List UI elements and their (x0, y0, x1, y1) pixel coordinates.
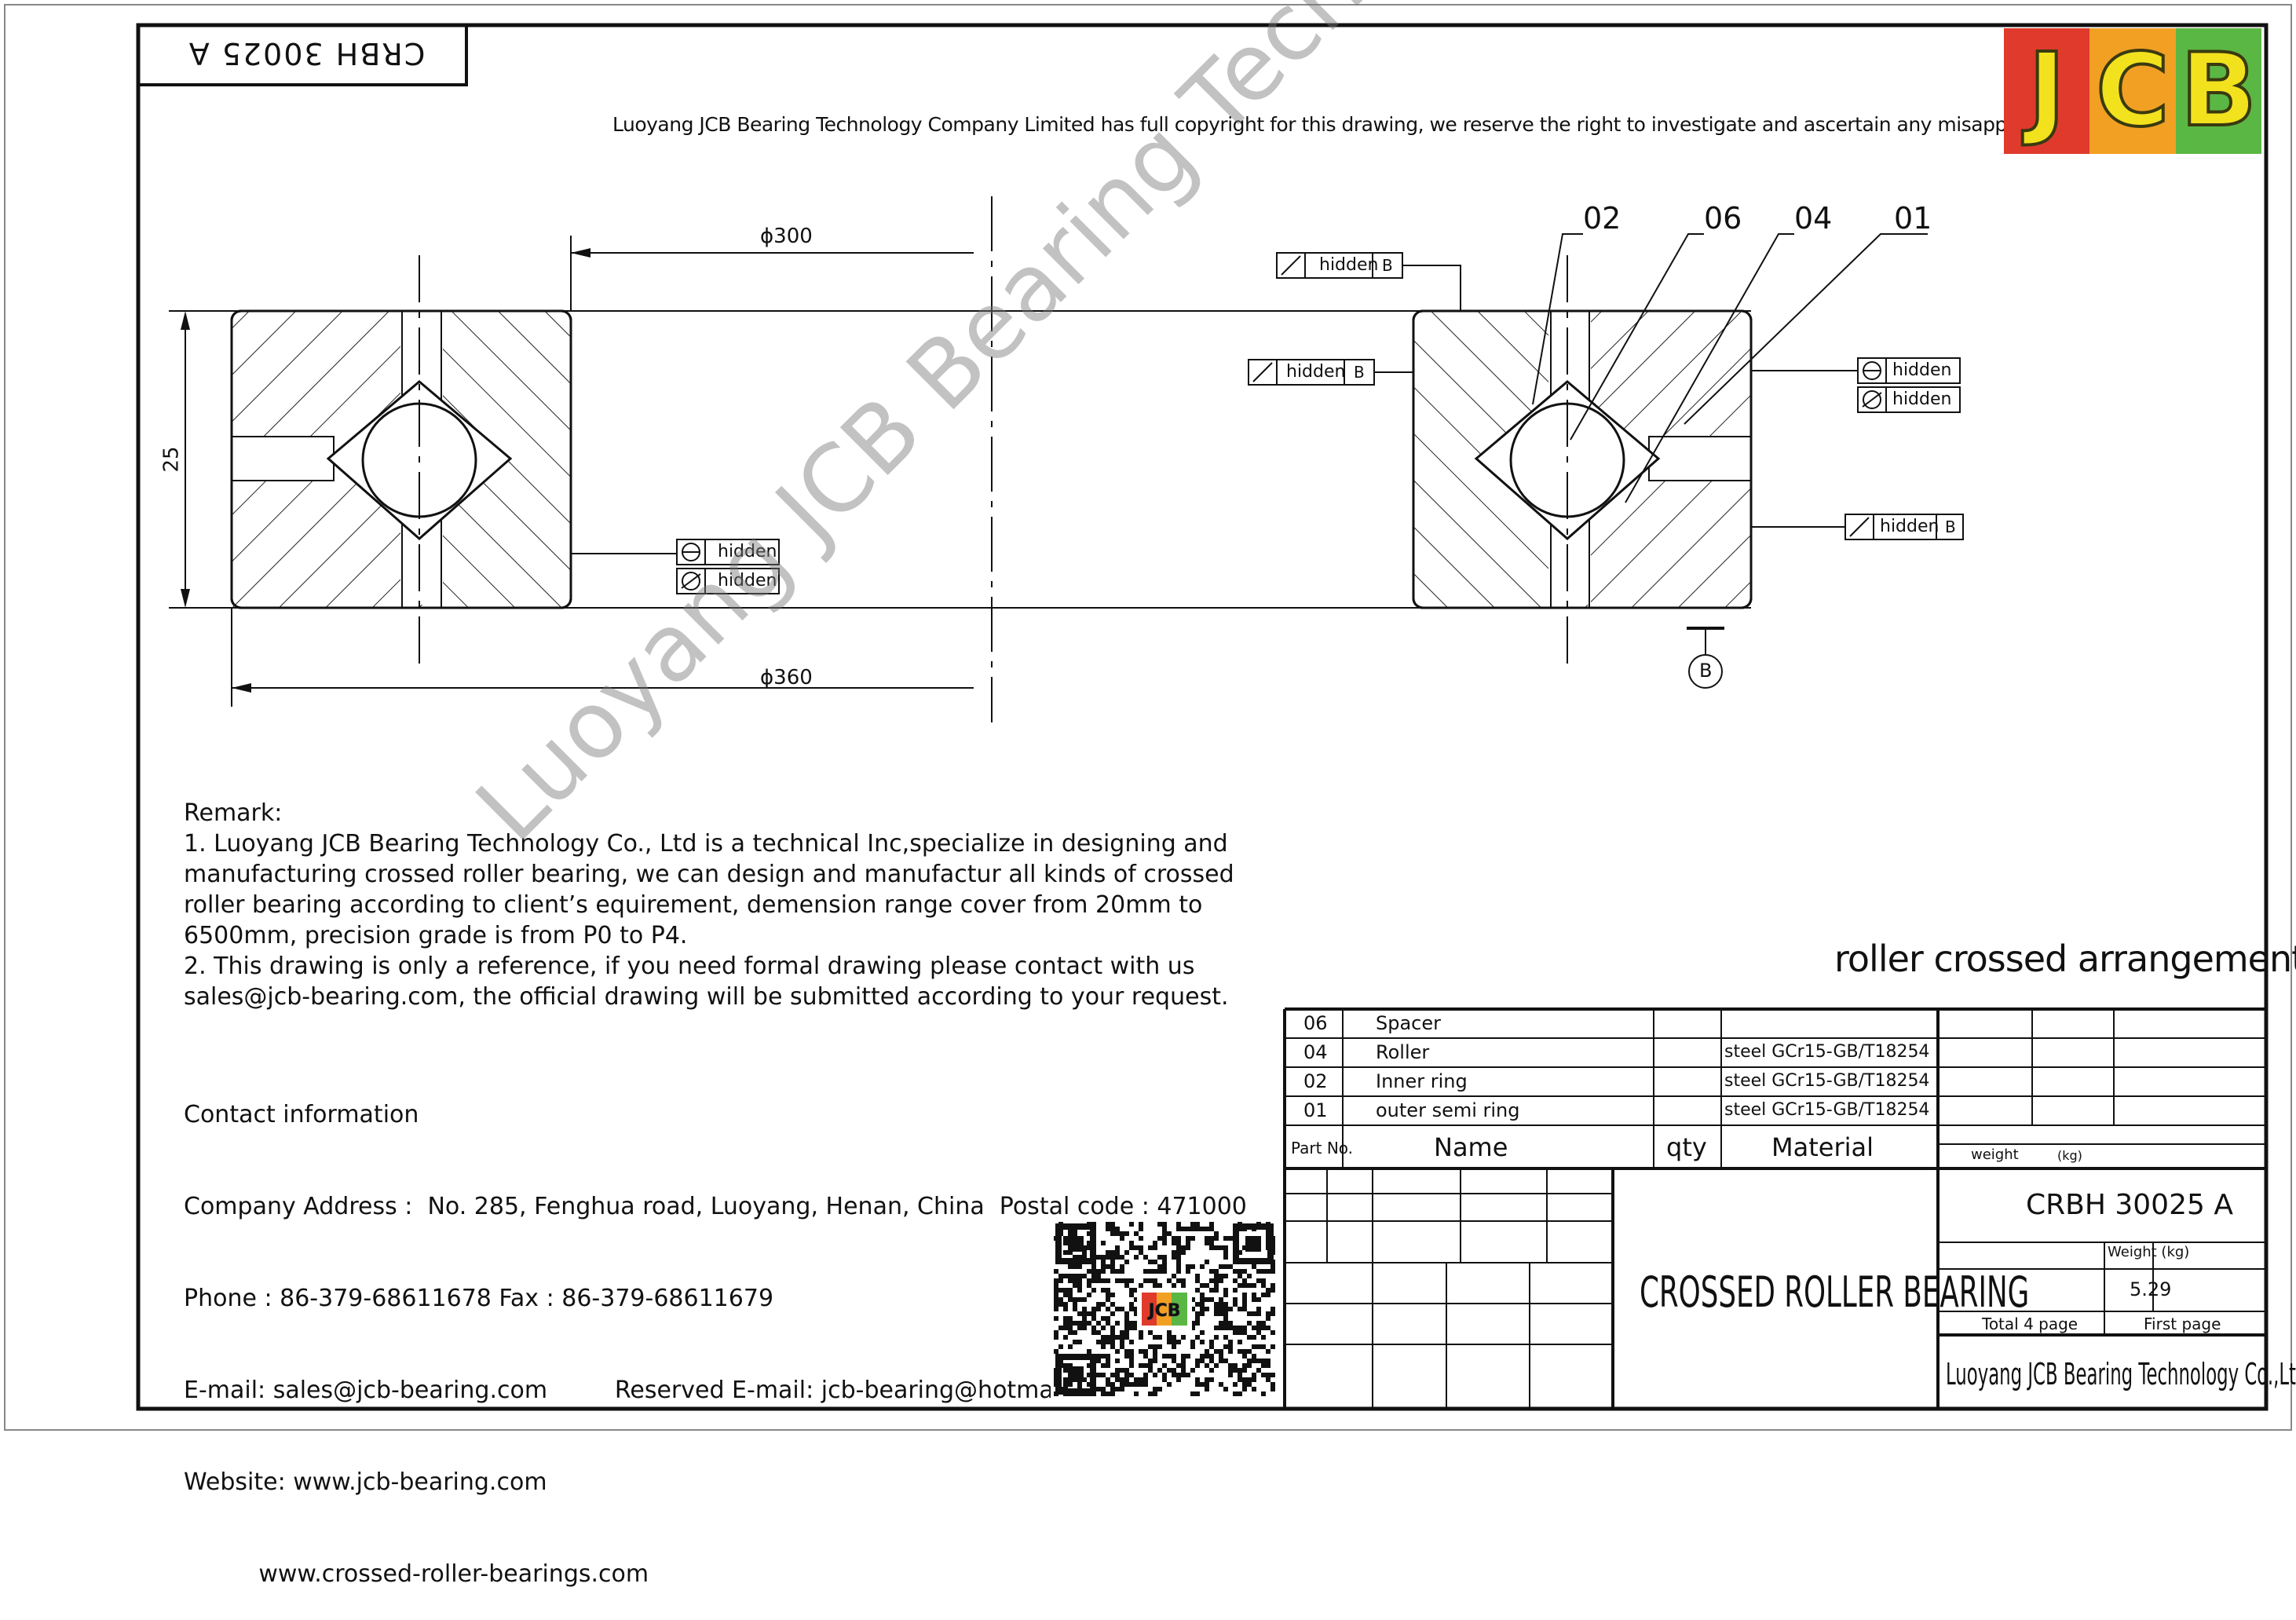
contact-line: Phone : 86-379-68611678 Fax : 86-379-686… (184, 1285, 774, 1312)
weight-label: Weight (kg) (2108, 1244, 2190, 1260)
remark-heading: Remark: (184, 799, 283, 827)
remark-line: manufacturing crossed roller bearing, we… (184, 861, 1234, 888)
header-weight-unit: (kg) (2057, 1148, 2082, 1163)
company-footer: Luoyang JCB Bearing Technology Co.,Ltd (1946, 1357, 2296, 1391)
part-row-name: Inner ring (1376, 1070, 1468, 1092)
part-row-material: steel GCr15-GB/T18254 (1724, 1071, 1930, 1091)
tolerance-symbols (681, 255, 1882, 591)
header-qty: qty (1666, 1132, 1707, 1162)
part-row-no: 04 (1303, 1041, 1328, 1063)
part-label-01: 01 (1894, 201, 1932, 236)
remark-line: 6500mm, precision grade is from P0 to P4… (184, 922, 688, 949)
header-name: Name (1434, 1132, 1508, 1162)
remark-block: Remark: 1. Luoyang JCB Bearing Technolog… (184, 798, 1234, 1012)
header-weight: weight (1971, 1146, 2019, 1163)
part-row-name: Spacer (1376, 1012, 1442, 1034)
contact-heading: Contact information (184, 1101, 419, 1128)
remark-line: 1. Luoyang JCB Bearing Technology Co., L… (184, 830, 1228, 858)
logo-block-green: B (2175, 28, 2261, 154)
part-row-no: 01 (1303, 1099, 1328, 1121)
weight-value: 5.29 (2130, 1278, 2172, 1300)
drawing-sheet (4, 4, 2292, 1431)
part-label-06: 06 (1704, 201, 1742, 236)
tolerance-datum-5: B (1945, 517, 1956, 536)
first-page: First page (2144, 1315, 2221, 1333)
model-box-frame (138, 25, 468, 86)
model-number: CRBH 30025 A (2026, 1189, 2233, 1221)
header-material: Material (1771, 1132, 1874, 1162)
part-label-04: 04 (1794, 201, 1833, 236)
datum-label: B (1699, 660, 1713, 682)
product-title: CROSSED ROLLER BEARING (1640, 1267, 2030, 1317)
dimension-height: 25 (159, 446, 184, 473)
part-row-material: steel GCr15-GB/T18254 (1724, 1100, 1930, 1120)
tolerance-hidden-4: hidden (1892, 389, 1952, 409)
remark-line: sales@jcb-bearing.com, the official draw… (184, 983, 1229, 1011)
inner-border (136, 23, 2269, 1411)
logo-block-orange: C (2089, 28, 2176, 154)
jcb-logo: J C B (2004, 28, 2261, 154)
mirrored-model-number: CRBH 30025 A (187, 36, 426, 71)
left-section-view (230, 255, 572, 667)
part-row-name: Roller (1376, 1041, 1430, 1063)
tolerance-hidden-3: hidden (1892, 360, 1952, 380)
tolerance-hidden-2: hidden (1286, 362, 1346, 382)
parts-table-lines (1283, 1007, 2266, 1409)
contact-line: Website: www.jcb-bearing.com (184, 1468, 547, 1496)
tolerance-frames (676, 252, 1964, 594)
tolerance-hidden-5: hidden (1880, 517, 1940, 536)
dimension-d360: ϕ360 (760, 666, 813, 689)
total-pages: Total 4 page (1982, 1315, 2078, 1333)
dimension-d300: ϕ300 (760, 225, 813, 248)
tolerance-hidden-6: hidden (718, 542, 777, 561)
outer-border (4, 4, 2292, 1431)
part-leaders (1532, 233, 1928, 503)
datum-symbol (1687, 627, 1724, 689)
tolerance-hidden-1: hidden (1319, 255, 1379, 275)
right-section-view (1412, 255, 1753, 667)
remark-line: roller bearing according to client’s equ… (184, 891, 1203, 919)
part-row-name: outer semi ring (1376, 1099, 1520, 1121)
tolerance-datum-1: B (1382, 256, 1393, 275)
arrangement-label: roller crossed arrangement (1834, 938, 2296, 980)
part-row-no: 02 (1303, 1070, 1328, 1092)
contact-line: www.crossed-roller-bearings.com (184, 1560, 649, 1588)
qr-code: JCB (1051, 1219, 1278, 1399)
copyright-notice: Luoyang JCB Bearing Technology Company L… (612, 113, 2199, 136)
tolerance-hidden-7: hidden (718, 571, 777, 591)
qr-logo-text: JCB (1146, 1301, 1180, 1321)
tolerance-datum-2: B (1354, 363, 1365, 382)
header-part-no: Part No. (1291, 1139, 1354, 1157)
part-label-02: 02 (1583, 201, 1621, 236)
tolerance-leaders (571, 265, 1858, 554)
part-row-no: 06 (1303, 1012, 1328, 1034)
logo-block-red: J (2004, 28, 2090, 154)
part-row-material: steel GCr15-GB/T18254 (1724, 1042, 1930, 1062)
contact-line: Company Address : No. 285, Fenghua road,… (184, 1193, 1247, 1220)
remark-line: 2. This drawing is only a reference, if … (184, 953, 1195, 980)
